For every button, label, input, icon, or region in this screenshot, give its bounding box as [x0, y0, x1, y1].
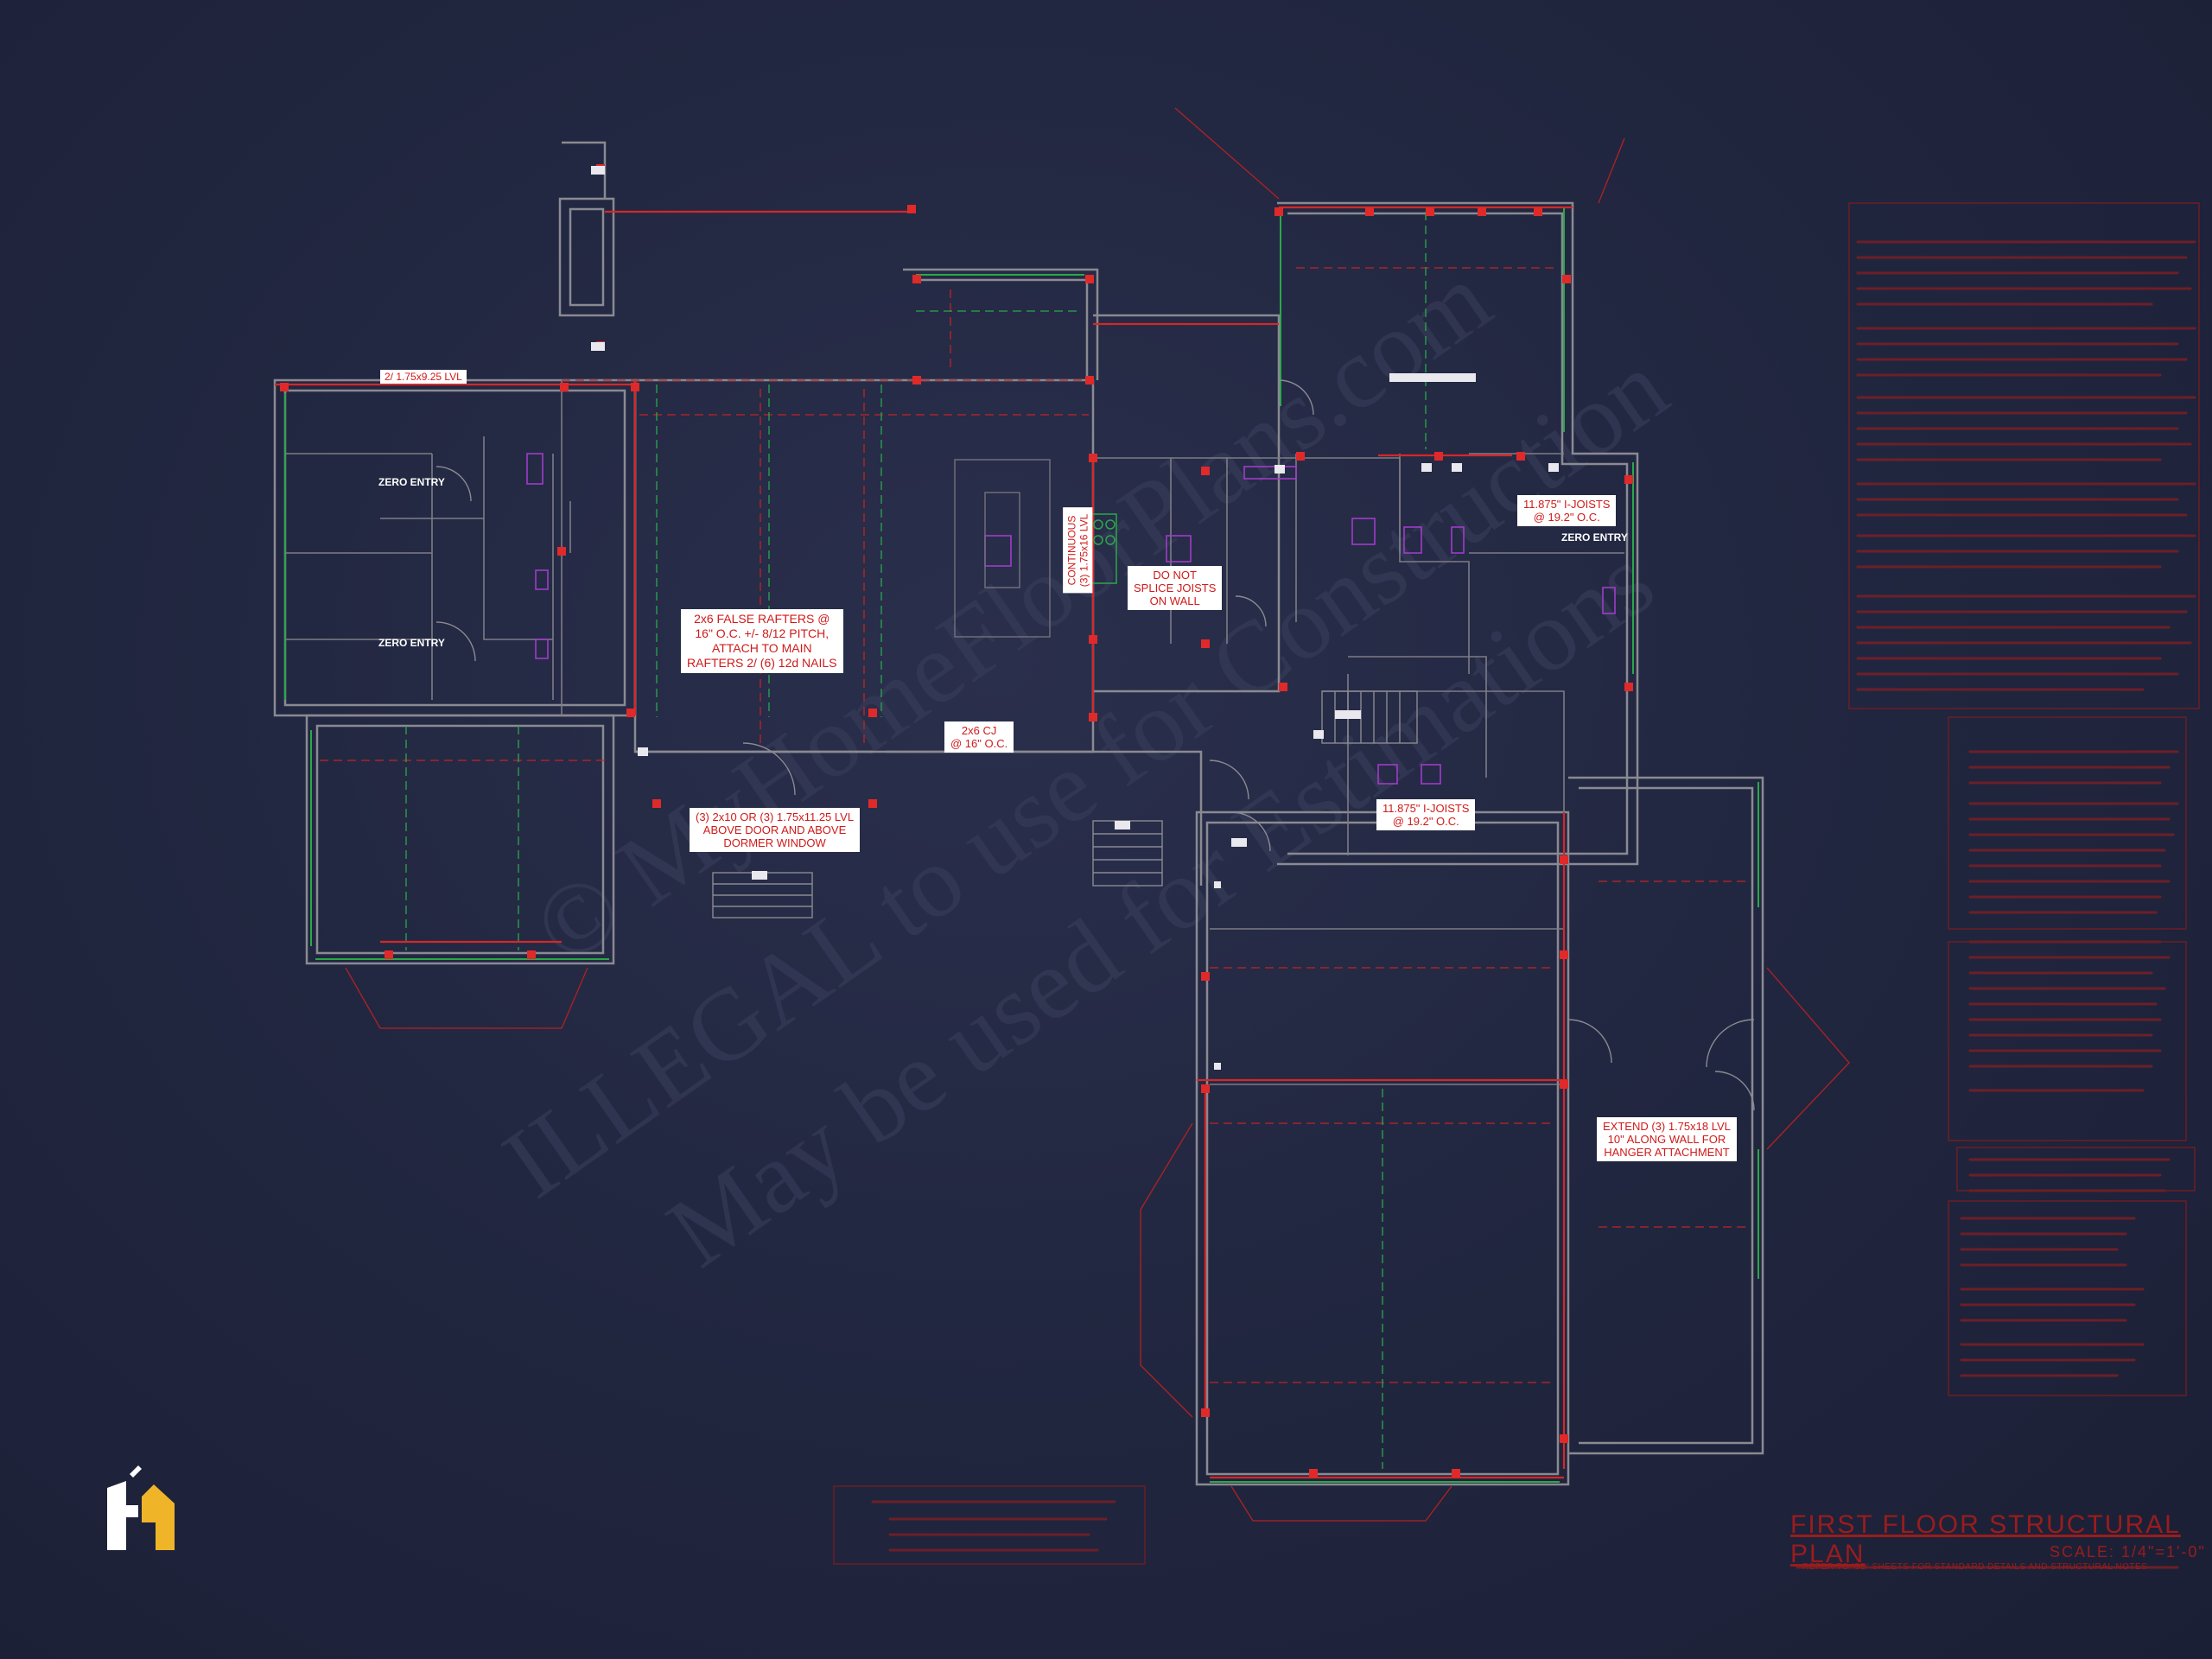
framing-lines	[284, 207, 1759, 1483]
ijoists-lower-label: 11.875" I-JOISTS @ 19.2" O.C.	[1376, 799, 1476, 830]
bay-outlines	[345, 107, 1850, 1522]
ijoists-upper-label: 11.875" I-JOISTS @ 19.2" O.C.	[1517, 495, 1617, 526]
extend-lvl-label: EXTEND (3) 1.75x18 LVL 10" ALONG WALL FO…	[1597, 1117, 1737, 1161]
sheet-title: FIRST FLOOR STRUCTURAL PLAN	[1790, 1510, 2181, 1568]
room-label-zero-entry-1: ZERO ENTRY	[378, 476, 445, 488]
sheet-scale: SCALE: 1/4"=1'-0"	[2050, 1543, 2206, 1560]
house-logo-icon	[107, 1465, 175, 1550]
dormer-header-label: (3) 2x10 OR (3) 1.75x11.25 LVL ABOVE DOO…	[690, 808, 861, 852]
kitchen-island	[954, 459, 1051, 638]
room-label-zero-entry-3: ZERO ENTRY	[1561, 531, 1628, 543]
false-rafters-label: 2x6 FALSE RAFTERS @ 16" O.C. +/- 8/12 PI…	[681, 609, 843, 673]
beams	[275, 206, 1573, 1479]
watermark: © MyHomeFloorPlans.com ILLEGAL to use fo…	[484, 241, 1687, 1288]
ceiling-joist-label: 2x6 CJ @ 16" O.C.	[944, 721, 1014, 753]
continuous-lvl-label: CONTINUOUS (3) 1.75x16 LVL	[1063, 507, 1093, 594]
small-tags	[591, 166, 1559, 1070]
room-label-zero-entry-2: ZERO ENTRY	[378, 637, 445, 649]
posts	[280, 164, 1633, 1478]
sheet-reference-note: REFER TO 'SD' SHEETS FOR STANDARD DETAIL…	[1802, 1562, 2148, 1572]
notes-boxes	[833, 202, 2200, 1565]
watermark-line-2: ILLEGAL to use for Construction	[484, 330, 1687, 1220]
lvl-top-left-label: 2/ 1.75x9.25 LVL	[380, 370, 467, 384]
door-swings	[435, 379, 1755, 1111]
do-not-splice-label: DO NOT SPLICE JOISTS ON WALL	[1128, 566, 1223, 610]
